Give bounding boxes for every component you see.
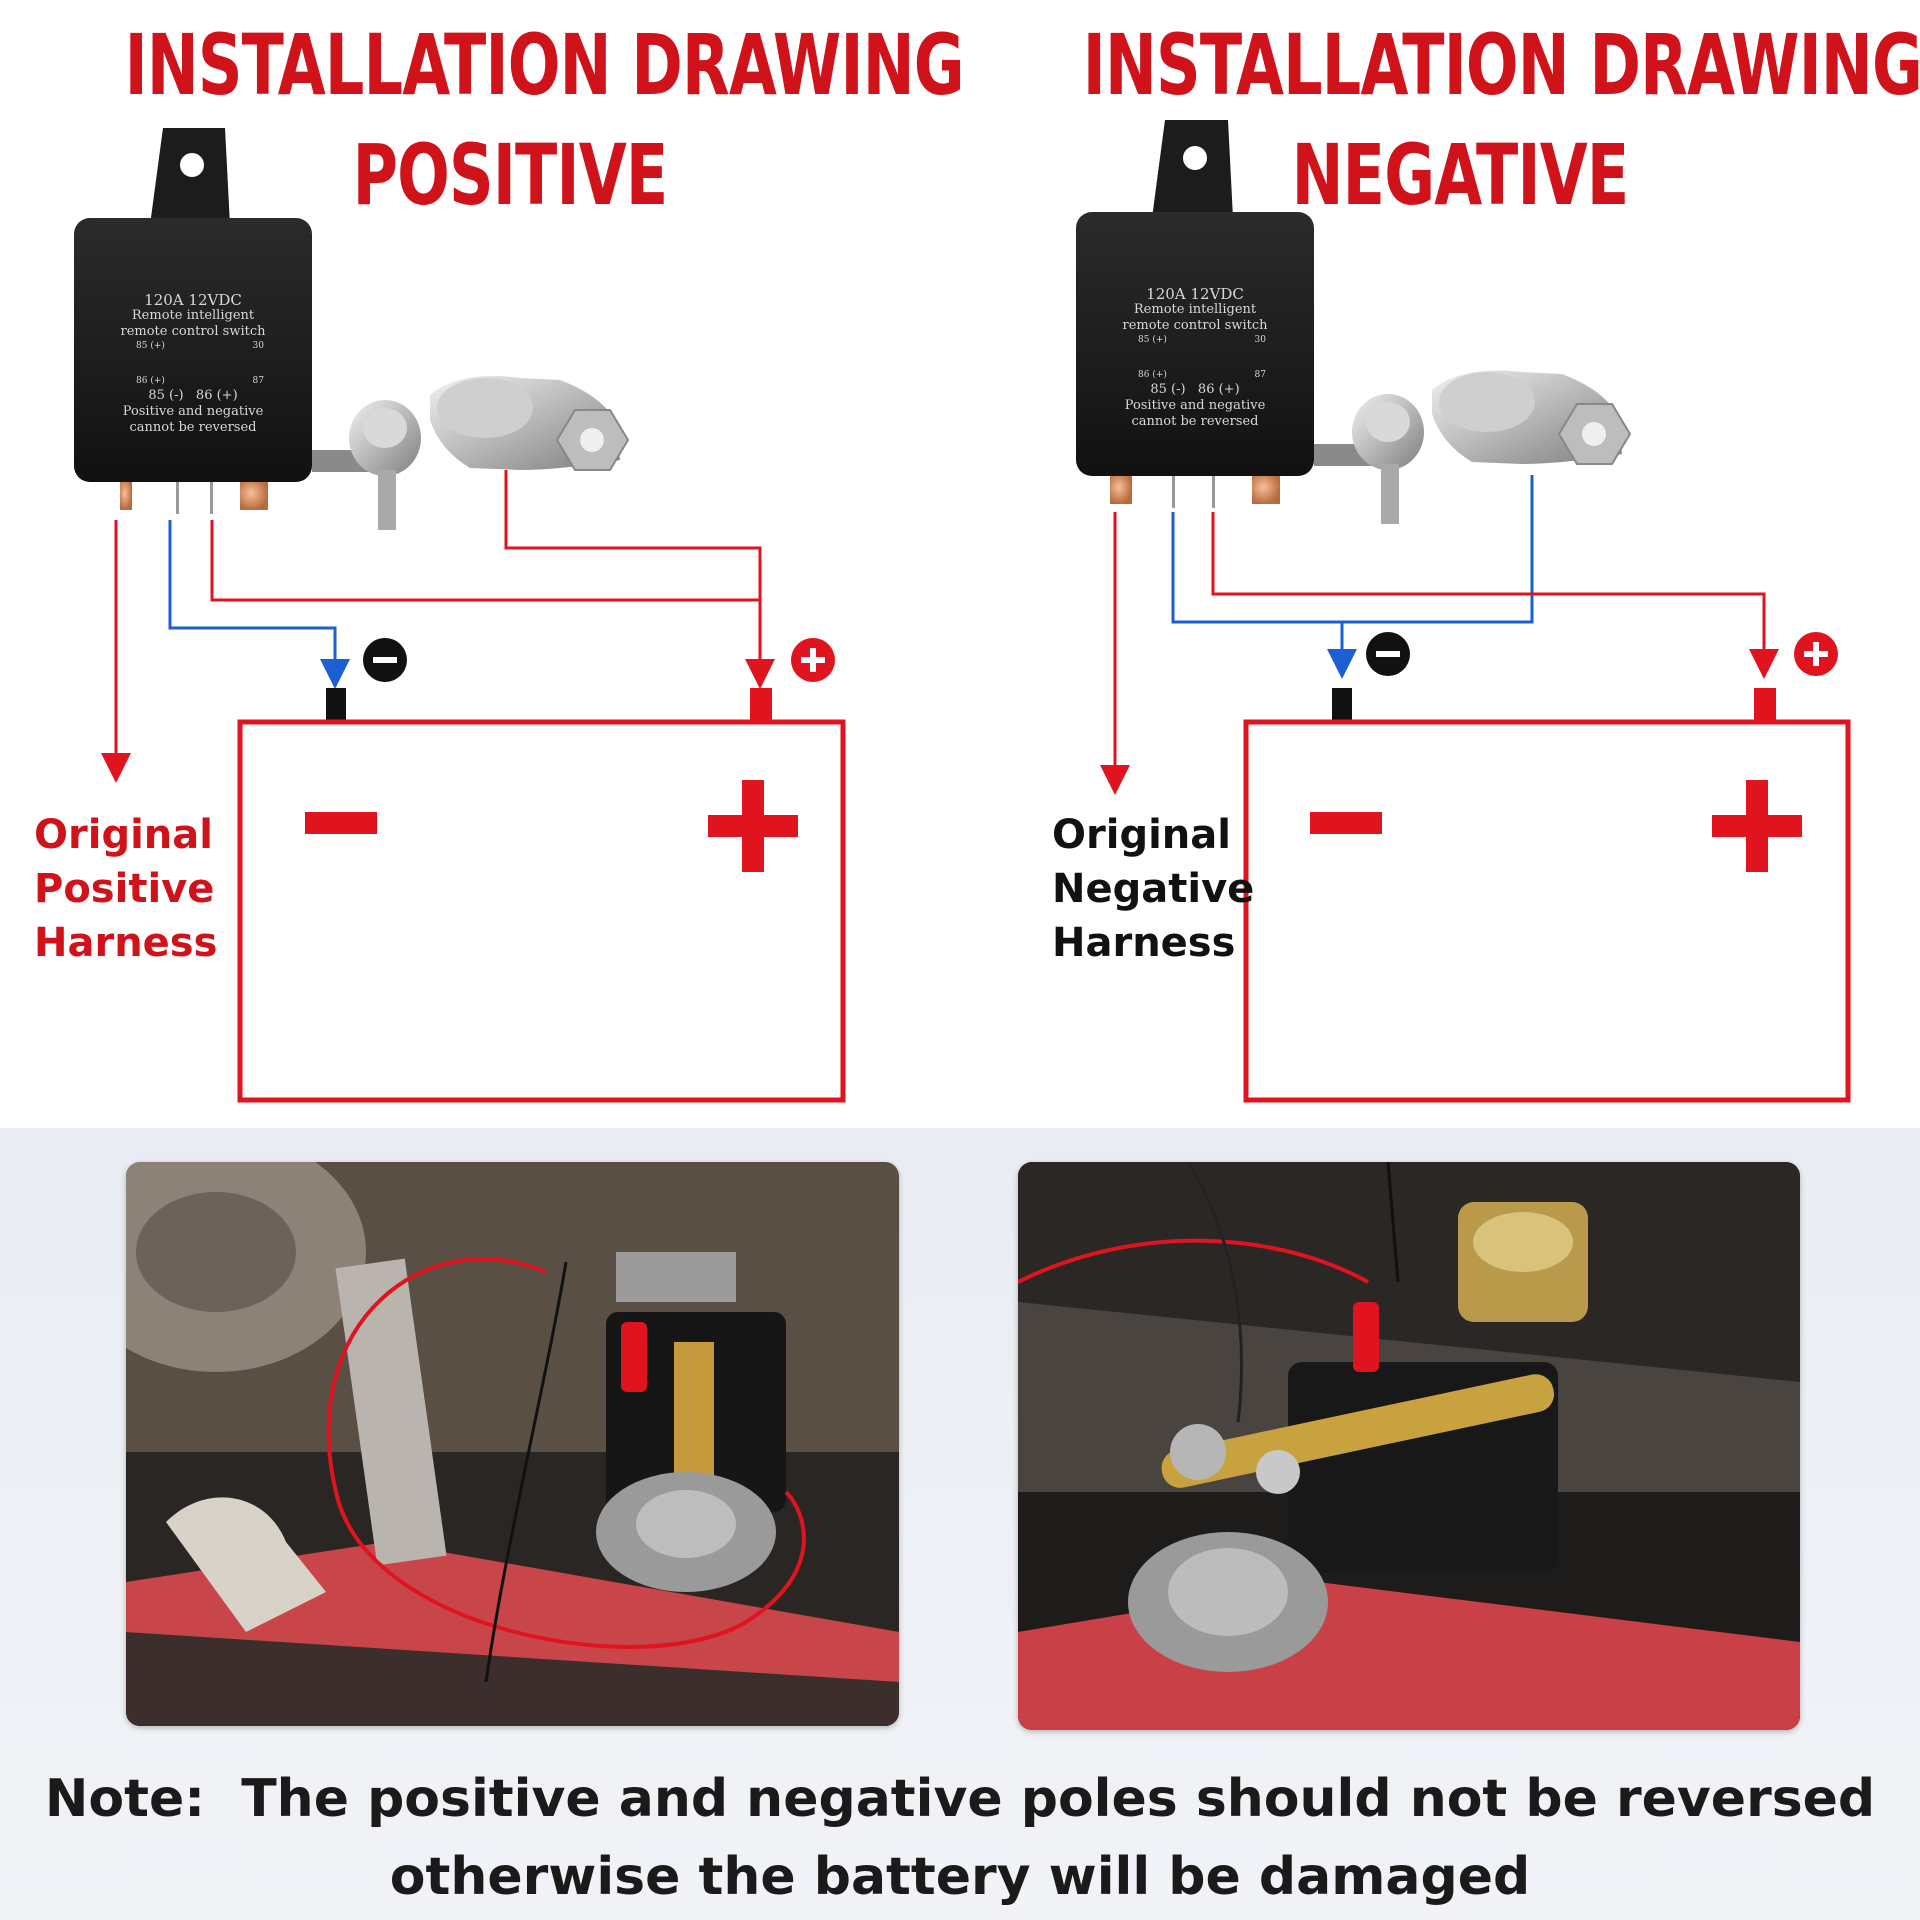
battery-negative-post	[326, 688, 346, 722]
battery-positive-post	[750, 688, 772, 722]
battery-minus-sign	[1310, 812, 1382, 834]
relay-rating: 120A 12VDC	[144, 291, 242, 309]
harness-negative-line3: Harness	[1052, 920, 1236, 966]
relay-warning-1: Positive and negative	[122, 404, 264, 419]
harness-negative-line1: Original	[1052, 812, 1231, 858]
relay-terminal-85	[1110, 476, 1132, 504]
wire-blue-relay-negative	[1171, 512, 1357, 679]
battery-negative-post	[1332, 688, 1352, 722]
battery-outline	[237, 719, 846, 1103]
relay-label-positive: 120A 12VDC Remote intelligent remote con…	[82, 292, 304, 436]
installation-photo-negative	[1018, 1162, 1800, 1730]
relay-pin-86: 86 (+)	[1138, 370, 1167, 380]
wire-red-relay-positive	[210, 520, 762, 674]
relay-desc-2: remote control switch	[1122, 318, 1268, 333]
relay-terminal-30	[240, 482, 268, 510]
wire-blue-clamp-negative	[1342, 475, 1534, 624]
relay-terminal-85	[120, 482, 132, 510]
wiring-diagram	[74, 120, 1851, 1103]
relay-pin-30: 30	[1254, 335, 1266, 345]
installation-photo-positive	[126, 1162, 899, 1726]
title-positive-line2: POSITIVE	[352, 126, 669, 224]
title-positive: INSTALLATION DRAWING POSITIVE	[124, 10, 965, 230]
harness-label-negative: Original Negative Harness	[1052, 808, 1254, 970]
harness-positive-line3: Harness	[34, 920, 218, 966]
harness-positive-line1: Original	[34, 812, 213, 858]
relay-pins-bottom: 85 (-) 86 (+)	[148, 388, 238, 403]
terminal-bolt	[1381, 464, 1399, 524]
battery-plus-vertical	[742, 780, 764, 872]
panel-negative	[1076, 120, 1851, 1103]
relay-label-negative: 120A 12VDC Remote intelligent remote con…	[1084, 286, 1306, 430]
relay-desc-1: Remote intelligent	[131, 308, 255, 323]
wire-red-clamp-positive	[504, 470, 775, 689]
terminal-bolt	[378, 470, 396, 530]
title-negative-line2: NEGATIVE	[1291, 126, 1630, 224]
title-negative: INSTALLATION DRAWING NEGATIVE	[1082, 10, 1920, 230]
relay-warning-2: cannot be reversed	[129, 420, 257, 435]
panel-positive	[74, 128, 846, 1103]
relay-pin-30: 30	[252, 341, 264, 351]
relay-warning-1: Positive and negative	[1124, 398, 1266, 413]
relay-mount-hole	[180, 153, 204, 177]
relay-pin-87: 87	[252, 376, 264, 386]
relay-pin-86: 86 (+)	[136, 376, 165, 386]
wire-blue-negative	[168, 520, 350, 689]
note-line1: Note: The positive and negative poles sh…	[44, 1769, 1876, 1829]
battery-minus-sign	[305, 812, 377, 834]
note-line2: otherwise the battery will be damaged	[389, 1847, 1531, 1907]
relay-pin-85: 85 (+)	[1138, 335, 1167, 345]
title-negative-line1: INSTALLATION DRAWING	[1082, 16, 1920, 114]
title-positive-line1: INSTALLATION DRAWING	[124, 16, 965, 114]
relay-mount-hole	[1183, 146, 1207, 170]
relay-rating: 120A 12VDC	[1146, 285, 1244, 303]
wire-red-relay-positive	[1211, 512, 1779, 679]
relay-pins-bottom: 85 (-) 86 (+)	[1150, 382, 1240, 397]
relay-pin-85: 85 (+)	[136, 341, 165, 351]
relay-terminal-30	[1252, 476, 1280, 504]
battery-positive-post	[1754, 688, 1776, 722]
relay-body	[1076, 212, 1314, 476]
relay-body	[74, 218, 312, 482]
relay-desc-2: remote control switch	[120, 324, 266, 339]
relay-pin-87: 87	[1254, 370, 1266, 380]
harness-negative-line2: Negative	[1052, 866, 1255, 912]
relay-warning-2: cannot be reversed	[1131, 414, 1259, 429]
relay-desc-1: Remote intelligent	[1133, 302, 1257, 317]
harness-positive-line2: Positive	[34, 866, 215, 912]
battery-plus-vertical	[1746, 780, 1768, 872]
battery-outline	[1243, 719, 1851, 1103]
warning-note: Note: The positive and negative poles sh…	[0, 1760, 1920, 1916]
harness-label-positive: Original Positive Harness	[34, 808, 217, 970]
